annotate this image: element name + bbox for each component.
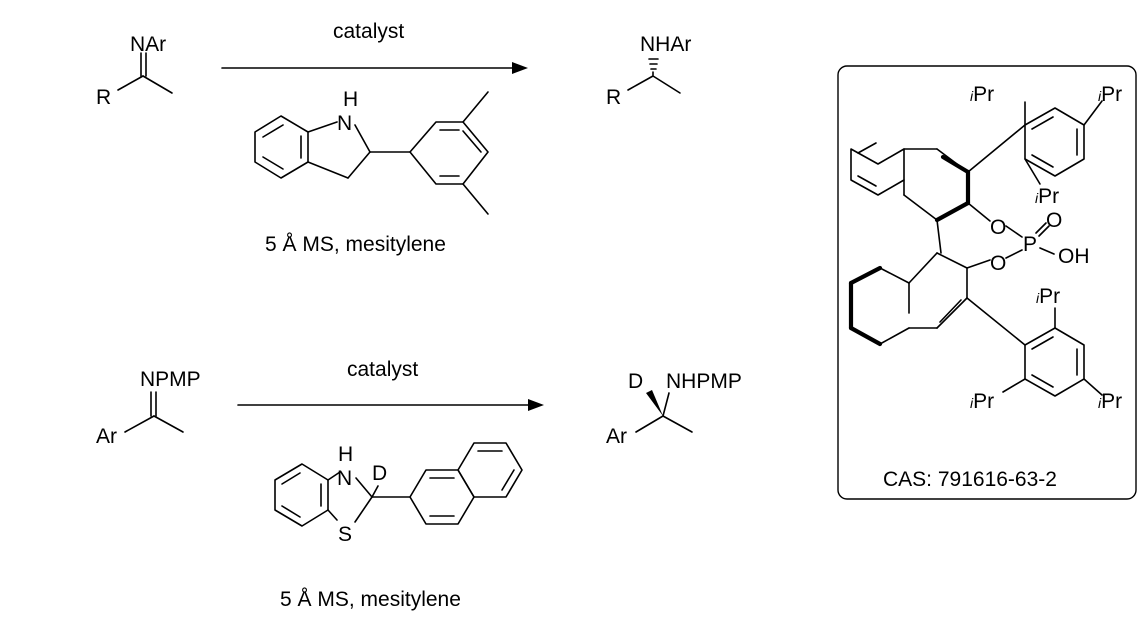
reductant-2-d-label: D: [372, 462, 387, 485]
reductant-1-structure: N H: [254, 88, 489, 215]
product-1-r-label: R: [606, 86, 621, 109]
ipr-label-1: iPr: [970, 83, 994, 106]
ipr-label-3: iPr: [1035, 185, 1059, 208]
reaction-2: NPMP Ar catalyst N H S: [96, 358, 742, 611]
reaction-2-arrow-label: catalyst: [347, 358, 418, 381]
product-1-structure: NHAr R: [606, 33, 691, 109]
catalyst-double-o-label: O: [1046, 209, 1062, 232]
reactant-1-structure: NAr R: [96, 33, 173, 109]
reductant-1-n-label: N: [337, 112, 352, 135]
product-2-d-label: D: [628, 370, 643, 393]
reactant-1-r-label: R: [96, 86, 111, 109]
catalyst-p-label: P: [1023, 233, 1037, 256]
ipr-label-5: iPr: [970, 390, 994, 413]
reactant-2-structure: NPMP Ar: [96, 368, 201, 448]
catalyst-panel: iPr iPr iPr iPr iPr iPr O O P O OH CAS: …: [837, 65, 1137, 500]
catalyst-o2-label: O: [990, 252, 1006, 275]
product-2-ar-label: Ar: [606, 425, 627, 448]
catalyst-box-border: [837, 65, 1137, 500]
reactant-1-imine-label: NAr: [130, 33, 166, 56]
reactant-2-imine-label: NPMP: [140, 368, 201, 391]
reactant-2-ar-label: Ar: [96, 425, 117, 448]
reductant-2-s-label: S: [338, 523, 352, 546]
reaction-1-arrowhead: [512, 62, 528, 74]
reductant-2-n-label: N: [337, 467, 352, 490]
reductant-2-h-label: H: [338, 443, 353, 466]
reaction-1: NAr R catalyst N H 5 Å MS, mesit: [96, 20, 691, 256]
reaction-2-arrowhead: [528, 399, 544, 411]
product-2-amine-label: NHPMP: [666, 370, 742, 393]
catalyst-cas-number: CAS: 791616-63-2: [883, 468, 1057, 491]
catalyst-oh-label: OH: [1058, 245, 1090, 268]
reaction-2-conditions: 5 Å MS, mesitylene: [280, 588, 461, 611]
reductant-2-structure: N H S D: [274, 442, 523, 546]
ipr-label-6: iPr: [1098, 390, 1122, 413]
reaction-1-conditions: 5 Å MS, mesitylene: [265, 233, 446, 256]
product-2-structure: D NHPMP Ar: [606, 370, 742, 448]
catalyst-structure: iPr iPr iPr iPr iPr iPr O O P O OH: [848, 83, 1122, 413]
ipr-label-2: iPr: [1098, 83, 1122, 106]
product-1-amine-label: NHAr: [640, 33, 691, 56]
reaction-1-arrow-label: catalyst: [333, 20, 404, 43]
ipr-label-4: iPr: [1036, 285, 1060, 308]
reductant-1-h-label: H: [343, 88, 358, 111]
catalyst-o1-label: O: [990, 216, 1006, 239]
